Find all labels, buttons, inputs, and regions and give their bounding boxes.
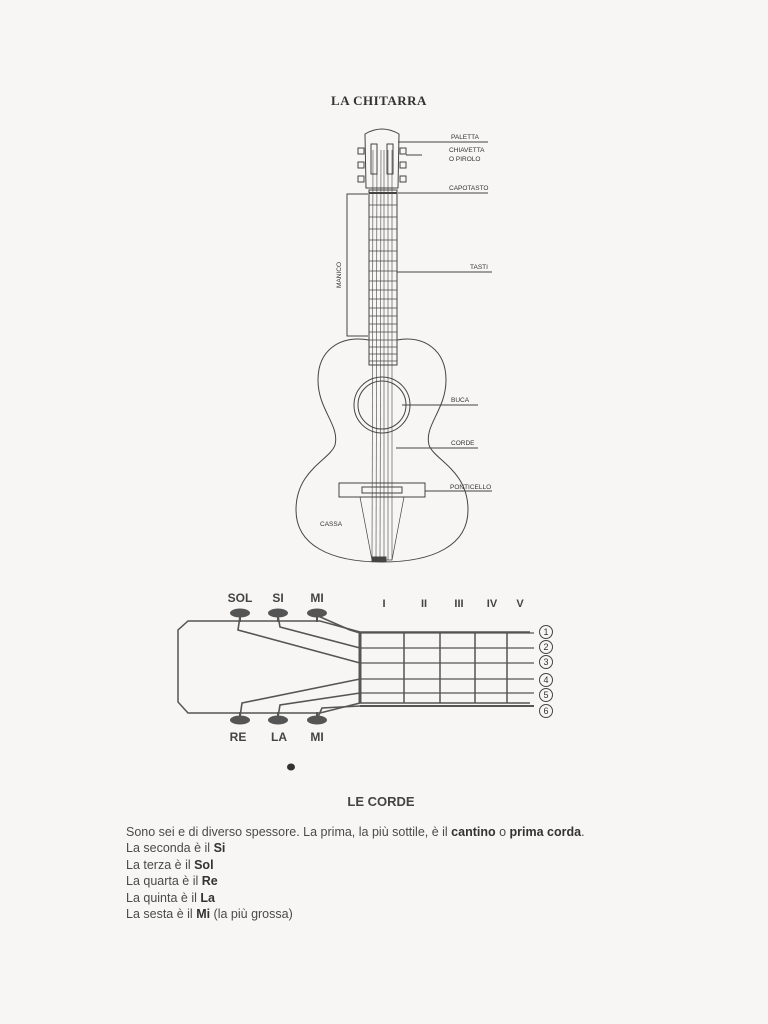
headstock-outline [177, 620, 361, 714]
label-cassa: CASSA [320, 521, 343, 528]
peg-re [230, 715, 250, 725]
string-number-1: 1 [543, 627, 548, 637]
string-number-5: 5 [543, 690, 548, 700]
text-line-2: La seconda è il Si [126, 841, 226, 856]
neck [368, 189, 398, 366]
peg-mi-top [307, 608, 327, 618]
peg-la [268, 715, 288, 725]
section-title: LE CORDE [347, 794, 415, 809]
peg-label-mi-bottom: MI [310, 730, 323, 744]
peg-label-sol: SOL [228, 591, 253, 605]
fretboard-strings [360, 632, 534, 707]
ink-dot [287, 763, 295, 771]
label-tasti: TASTI [470, 264, 488, 271]
label-ponticello: PONTICELLO [450, 484, 491, 491]
fret-label-5: V [516, 598, 524, 610]
label-manico: MANICO [336, 262, 343, 288]
frets [369, 204, 397, 362]
label-paletta: PALETTA [451, 134, 480, 141]
fretboard [358, 631, 530, 704]
label-buca: BUCA [451, 397, 470, 404]
label-chiavetta: CHIAVETTA [449, 147, 485, 154]
string-number-4: 4 [543, 675, 548, 685]
headstock [364, 128, 400, 189]
fret-label-1: I [382, 598, 385, 610]
manico-bracket [346, 193, 368, 337]
peg-si [268, 608, 288, 618]
label-pirolo: O PIROLO [449, 156, 480, 163]
fret-label-2: II [421, 598, 427, 610]
text-line-3: La terza è il Sol [126, 857, 214, 872]
peg-mi-bottom [307, 715, 327, 725]
fret-label-4: IV [487, 598, 498, 610]
peg-label-la: LA [271, 730, 287, 744]
page-title: LA CHITARRA [331, 93, 427, 108]
strings [371, 149, 393, 561]
headstock-strings [237, 615, 361, 718]
label-capotasto: CAPOTASTO [449, 185, 489, 192]
guitar-body [295, 338, 469, 563]
string-number-2: 2 [543, 642, 548, 652]
bridge [338, 482, 426, 498]
headstock-slot-right [386, 143, 394, 175]
string-number-6: 6 [543, 706, 548, 716]
peg-sol [230, 608, 250, 618]
tuning-pegs [357, 147, 407, 183]
strings-description: Sono sei e di diverso spessore. La prima… [126, 824, 585, 922]
text-line-1: Sono sei e di diverso spessore. La prima… [126, 825, 585, 839]
text-line-6: La sesta è il Mi (la più grossa) [126, 907, 293, 922]
peg-label-si: SI [272, 591, 283, 605]
text-line-5: La quinta è il La [126, 890, 215, 905]
label-corde: CORDE [451, 440, 475, 447]
peg-label-re: RE [230, 730, 247, 744]
string-number-3: 3 [543, 657, 548, 667]
leader-lines [396, 141, 492, 492]
fret-label-3: III [454, 598, 463, 610]
tuning-pegs-diagram [230, 608, 327, 725]
peg-label-mi-top: MI [310, 591, 323, 605]
text-line-4: La quarta è il Re [126, 874, 218, 889]
